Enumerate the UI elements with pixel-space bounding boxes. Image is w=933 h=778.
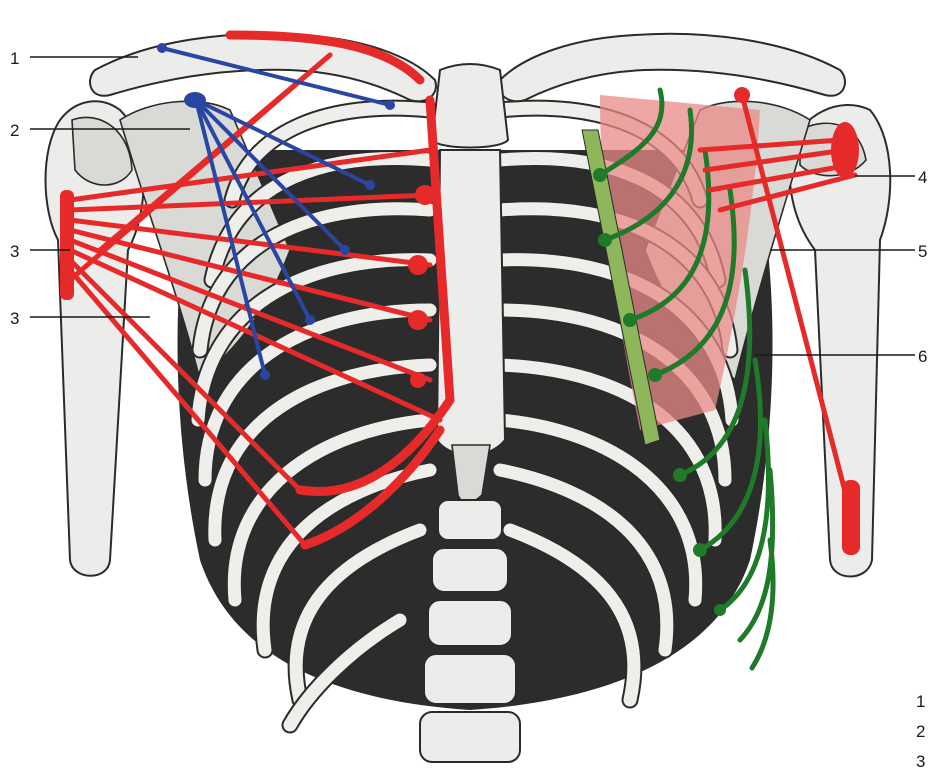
- label-1: 1: [10, 49, 19, 68]
- legend-number-2: 2: [916, 722, 925, 741]
- label-3b: 3: [10, 309, 19, 328]
- legend-number-1: 1: [916, 692, 925, 711]
- label-2: 2: [10, 121, 19, 140]
- right-clavicle: [90, 34, 436, 102]
- label-3a: 3: [10, 242, 19, 261]
- legend-number-3: 3: [916, 752, 925, 771]
- left-clavicle: [499, 34, 845, 102]
- label-4: 4: [918, 168, 927, 187]
- label-6: 6: [918, 347, 927, 366]
- label-5: 5: [918, 242, 927, 261]
